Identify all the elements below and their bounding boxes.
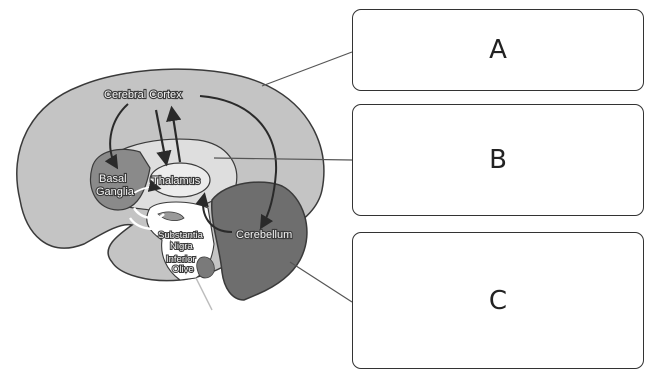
substantia-nigra-label-line2: Nigra [170,241,193,252]
cerebellum-label: Cerebellum [236,229,292,241]
answer-box-b[interactable]: B [352,104,644,216]
basal-ganglia-label-line1: Basal [99,173,127,185]
arrow-substantia-nigra-loop [132,207,165,220]
answer-box-c[interactable]: C [352,232,644,369]
substantia-nigra-label-line1: Substantia [158,230,204,241]
arrow-cortex-to-cerebellum [199,95,278,230]
answer-box-a[interactable]: A [352,9,644,91]
answer-box-c-label: C [488,285,508,316]
answer-box-b-label: B [489,145,507,175]
inferior-olive-label-line1: Inferior [166,254,196,265]
arrow-thalamus-to-cortex [166,105,182,163]
substantia-nigra-region [157,211,185,222]
answer-box-a-label: A [489,35,507,65]
thalamus-label: Thalamus [152,175,201,187]
arrow-substantia-nigra-loop-2 [129,217,169,230]
inferior-olive-region [196,256,215,279]
cerebral-cortex-label: Cerebral Cortex [104,89,182,101]
brainstem-line [195,277,213,311]
arrow-basal-ganglia-to-thalamus [129,179,162,197]
leader-line-a [261,51,353,87]
arrow-cortex-to-basal-ganglia [104,103,129,170]
arrow-cerebellum-to-thalamus [195,192,233,233]
inferior-olive-label-line2: Olive [172,264,194,275]
cerebellum-region [211,181,308,301]
basal-ganglia-label-line2: Ganglia [96,186,135,198]
arrow-cortex-to-thalamus [154,109,172,167]
leader-line-c [289,261,353,303]
leader-line-b [213,157,353,161]
